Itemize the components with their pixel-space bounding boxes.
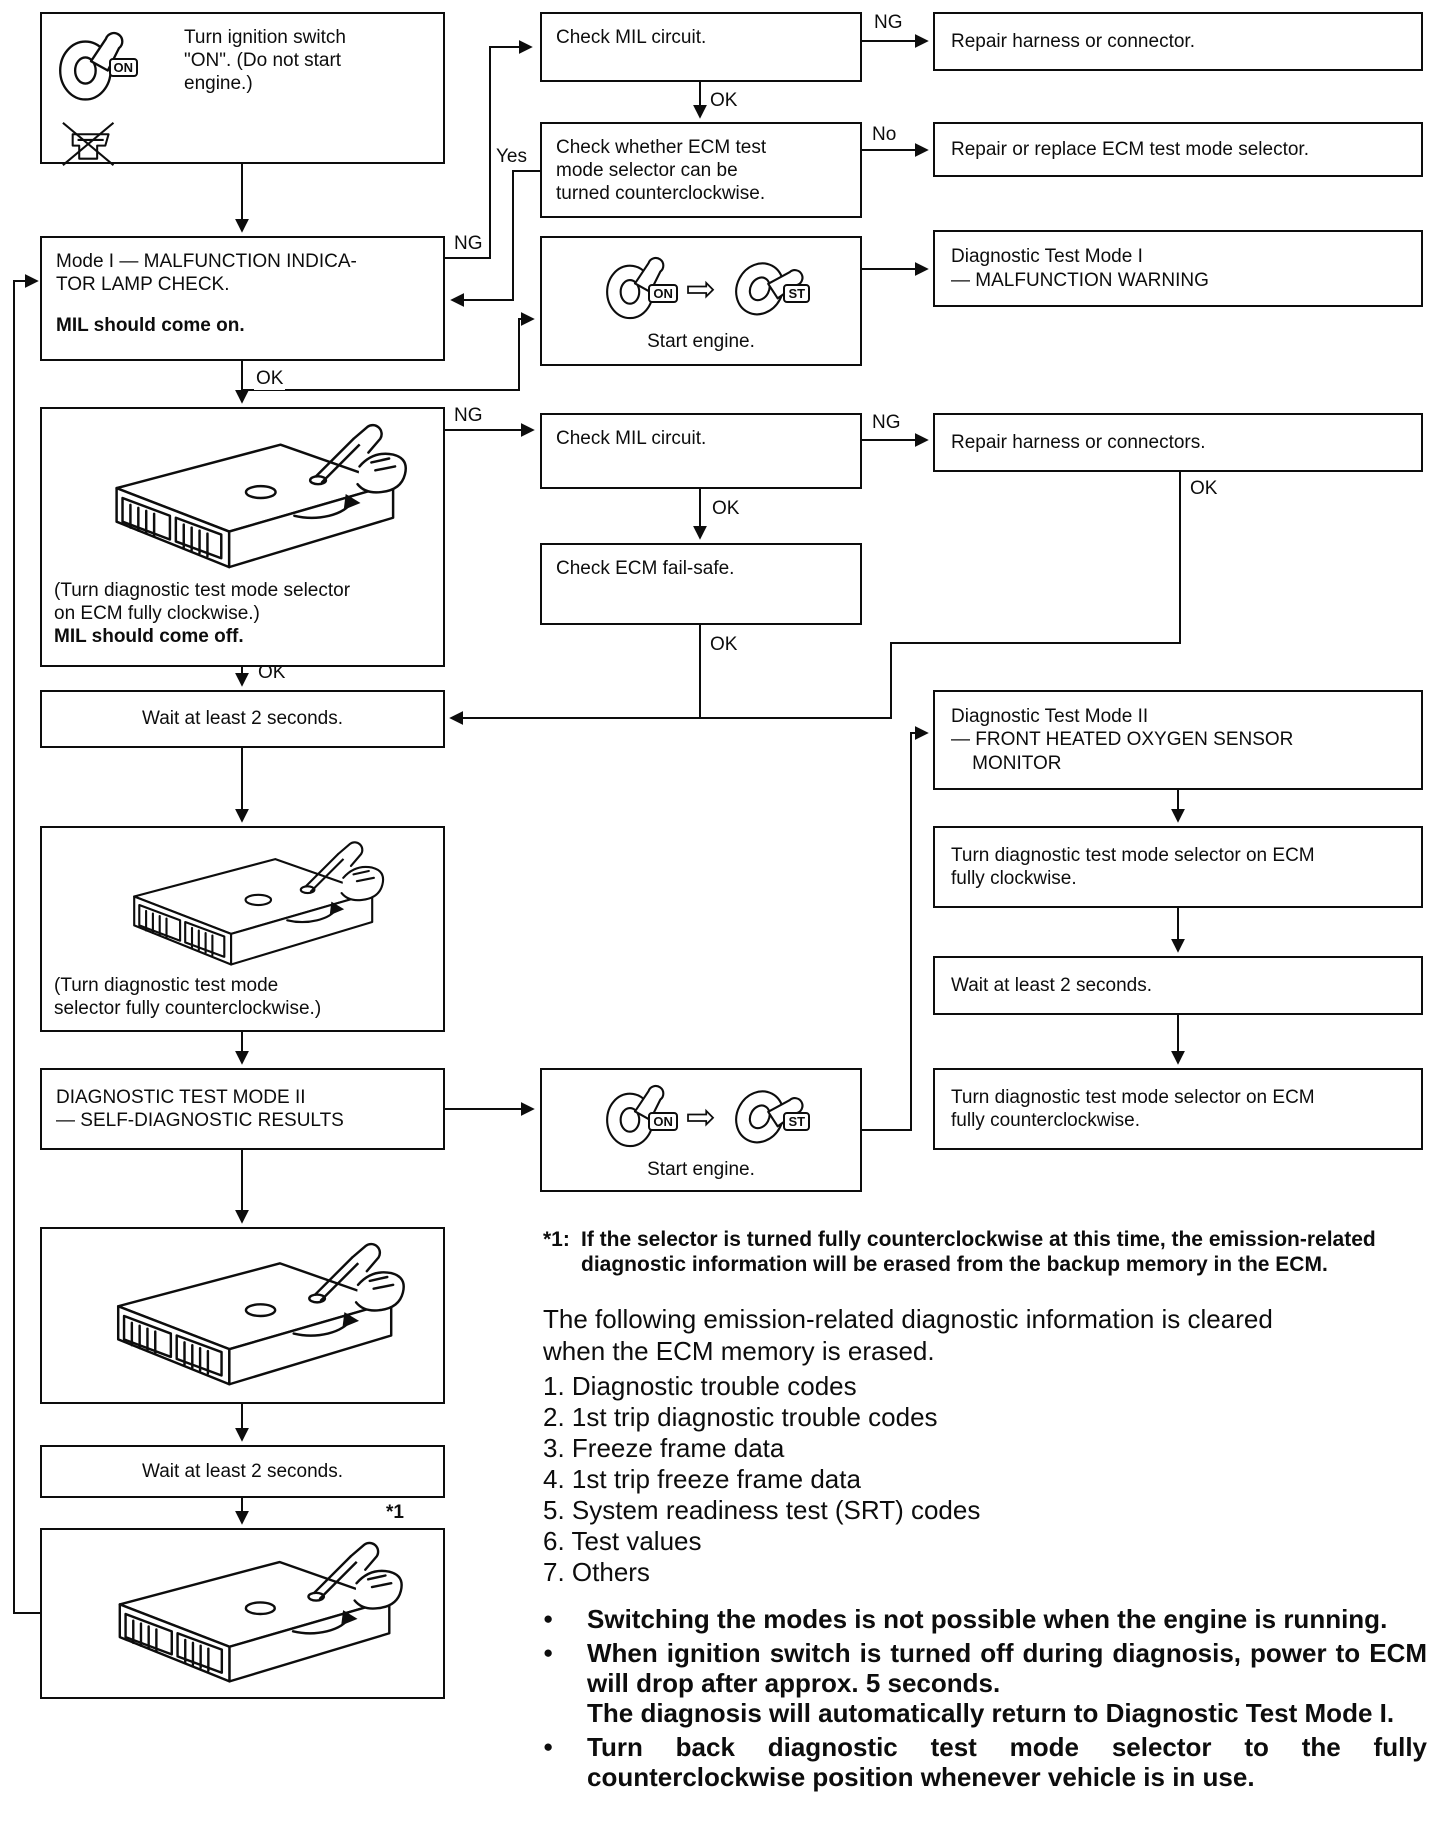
cleared-info-intro: The following emission-related diagnosti…: [543, 1304, 1273, 1367]
flow-label-star1: *1: [384, 1502, 406, 1524]
box-text: (Turn diagnostic test mode selector on E…: [54, 580, 351, 625]
box-text: Diagnostic Test Mode II — FRONT HEATED O…: [951, 706, 1294, 774]
box-text: Check MIL circuit.: [556, 428, 707, 449]
box-text: Turn diagnostic test mode selector on EC…: [951, 1086, 1315, 1131]
box-check-ecm-fail-safe: Check ECM fail-safe.: [540, 543, 862, 625]
key-st-icon: ST: [726, 247, 811, 329]
box-check-selector-counterclockwise: Check whether ECM test mode selector can…: [540, 122, 862, 218]
box-diagnostic-test-mode2-o2-monitor: Diagnostic Test Mode II — FRONT HEATED O…: [933, 690, 1423, 790]
box-diagnostic-test-mode1-warning: Diagnostic Test Mode I — MALFUNCTION WAR…: [933, 230, 1423, 307]
box-text: Start engine.: [647, 331, 755, 352]
flow-label-ng: NG: [452, 405, 485, 427]
flow-label-yes: Yes: [494, 146, 529, 168]
box-wait-2-seconds-1: Wait at least 2 seconds.: [40, 690, 445, 748]
key-position-label: ST: [783, 284, 811, 303]
box-wait-2-seconds-2: Wait at least 2 seconds.: [40, 1445, 445, 1498]
box-turn-ignition-on: ON Turn ignition switch "ON". (Do not st…: [40, 12, 445, 167]
box-start-engine-2: ON ⇨ ST Start engine.: [540, 1068, 862, 1192]
bullet-item: ● When ignition switch is turned off dur…: [543, 1638, 1427, 1729]
box-check-mil-circuit-1: Check MIL circuit.: [540, 12, 862, 82]
box-repair-harness-connector: Repair harness or connector.: [933, 12, 1423, 71]
box-text: Mode I — MALFUNCTION INDICA- TOR LAMP CH…: [56, 251, 357, 296]
list-item: 2. 1st trip diagnostic trouble codes: [543, 1402, 938, 1433]
flow-label-ng: NG: [870, 412, 903, 434]
box-wait-2-seconds-right: Wait at least 2 seconds.: [933, 956, 1423, 1015]
box-ecm-selector-illustration-3: [40, 1528, 445, 1699]
bullet-icon: ●: [543, 1737, 554, 1757]
box-turn-selector-counterclockwise: (Turn diagnostic test mode selector full…: [40, 826, 445, 1032]
ecm-screwdriver-illustration: [54, 836, 431, 974]
flow-label-no: No: [870, 124, 899, 146]
box-text: (Turn diagnostic test mode selector full…: [54, 975, 322, 1020]
box-repair-replace-selector: Repair or replace ECM test mode selector…: [933, 122, 1423, 177]
list-item: 1. Diagnostic trouble codes: [543, 1371, 857, 1402]
box-repair-harness-connectors: Repair harness or connectors.: [933, 413, 1423, 472]
box-text-emphasis: MIL should come off.: [54, 626, 244, 648]
key-on-icon: ON: [600, 248, 678, 329]
box-text-emphasis: MIL should come on.: [56, 315, 245, 337]
key-position-label: ON: [108, 58, 138, 77]
box-text: Repair or replace ECM test mode selector…: [951, 138, 1309, 160]
key-st-icon: ST: [726, 1075, 811, 1157]
caution-bullets: ● Switching the modes is not possible wh…: [543, 1604, 1427, 1792]
box-check-mil-circuit-2: Check MIL circuit.: [540, 413, 862, 489]
box-start-engine-1: ON ⇨ ST Start engine.: [540, 236, 862, 366]
key-position-label: ON: [648, 1112, 678, 1131]
footnote-star1: *1: If the selector is turned fully coun…: [543, 1227, 1427, 1277]
notes-section: *1: If the selector is turned fully coun…: [543, 1227, 1427, 1796]
ecm-screwdriver-illustration: [118, 1541, 403, 1683]
list-item: 3. Freeze frame data: [543, 1433, 785, 1464]
bullet-icon: ●: [543, 1609, 554, 1629]
box-text: Diagnostic Test Mode I — MALFUNCTION WAR…: [951, 246, 1209, 291]
footnote-star1-text: If the selector is turned fully counterc…: [581, 1228, 1382, 1277]
list-item: 4. 1st trip freeze frame data: [543, 1464, 861, 1495]
box-mode1-mil-check: Mode I — MALFUNCTION INDICA- TOR LAMP CH…: [40, 236, 445, 361]
ecm-screwdriver-illustration: [54, 417, 431, 579]
box-text: Check MIL circuit.: [556, 27, 707, 48]
box-text: Check ECM fail-safe.: [556, 558, 735, 579]
box-text: Repair harness or connector.: [951, 30, 1195, 52]
box-text: Wait at least 2 seconds.: [951, 974, 1153, 996]
turn-key-arrow-icon: ⇨: [685, 1095, 717, 1137]
footnote-star1-label: *1:: [543, 1228, 570, 1251]
ecm-screwdriver-illustration: [116, 1242, 405, 1385]
turn-key-arrow-icon: ⇨: [685, 267, 717, 309]
ignition-key-on-icon: ON: [52, 22, 138, 111]
key-position-label: ON: [648, 284, 678, 303]
box-text: Turn ignition switch "ON". (Do not start…: [184, 27, 346, 95]
flow-label-ok: OK: [708, 90, 740, 112]
list-item: 7. Others: [543, 1557, 650, 1588]
list-item: 5. System readiness test (SRT) codes: [543, 1495, 981, 1526]
box-text: Wait at least 2 seconds.: [141, 1460, 343, 1482]
flow-label-ng: NG: [452, 233, 485, 255]
box-text: Turn diagnostic test mode selector on EC…: [951, 844, 1315, 889]
box-text: Check whether ECM test mode selector can…: [556, 137, 767, 205]
box-turn-selector-cw-right: Turn diagnostic test mode selector on EC…: [933, 826, 1423, 908]
key-on-icon: ON: [600, 1076, 678, 1157]
box-ecm-selector-illustration-2: [40, 1227, 445, 1404]
box-turn-selector-ccw-right: Turn diagnostic test mode selector on EC…: [933, 1068, 1423, 1150]
flow-label-ok: OK: [256, 662, 288, 684]
box-diagnostic-test-mode2-results: DIAGNOSTIC TEST MODE II — SELF-DIAGNOSTI…: [40, 1068, 445, 1150]
flow-label-ok: OK: [1188, 478, 1220, 500]
flow-label-ok: OK: [254, 368, 286, 390]
box-text: Wait at least 2 seconds.: [141, 708, 343, 730]
box-turn-selector-clockwise: (Turn diagnostic test mode selector on E…: [40, 407, 445, 667]
flow-label-ok: OK: [710, 498, 742, 520]
bullet-icon: ●: [543, 1643, 554, 1663]
bullet-item: ● Switching the modes is not possible wh…: [543, 1604, 1388, 1635]
flow-label-ng: NG: [872, 12, 905, 34]
bullet-item: ● Turn back diagnostic test mode selecto…: [543, 1732, 1435, 1793]
list-item: 6. Test values: [543, 1526, 702, 1557]
key-position-label: ST: [783, 1112, 811, 1131]
cleared-info-list: 1. Diagnostic trouble codes 2. 1st trip …: [543, 1371, 1427, 1588]
box-text: Repair harness or connectors.: [951, 431, 1206, 453]
connector-crossed-icon: [61, 121, 115, 167]
flow-label-ok: OK: [708, 634, 740, 656]
box-text: Start engine.: [647, 1159, 755, 1180]
box-text: DIAGNOSTIC TEST MODE II — SELF-DIAGNOSTI…: [56, 1086, 344, 1131]
